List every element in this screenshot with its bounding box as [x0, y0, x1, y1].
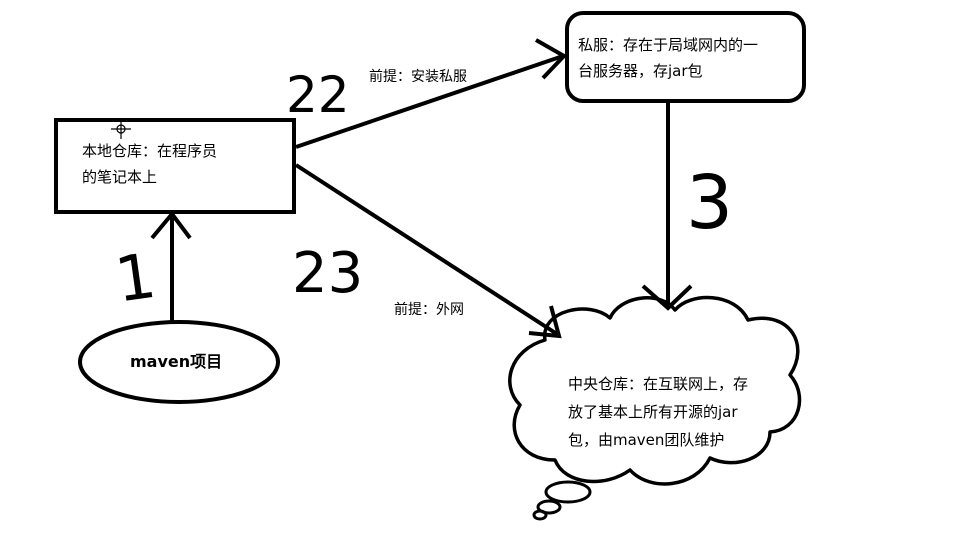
central-repo-line2: 放了基本上所有开源的jar [568, 403, 738, 421]
handwritten-step-22: 22 [286, 66, 350, 124]
local-repo-label: 本地仓库：在程序员 的笔记本上 [82, 138, 217, 190]
central-repo-label: 中央仓库：在互联网上，存 放了基本上所有开源的jar 包，由maven团队维护 [568, 370, 748, 454]
maven-project-ellipse [78, 320, 280, 404]
handwritten-step-3: 3 [686, 160, 733, 246]
handwritten-step-1: 1 [111, 239, 160, 317]
central-repo-cloud [508, 295, 802, 486]
central-repo-line1: 中央仓库：在互联网上，存 [568, 375, 749, 393]
arrowhead-local-to-private [535, 38, 568, 80]
private-server-line1: 私服：存在于局域网内的一 [578, 36, 759, 54]
cloud-bubble-large [544, 480, 592, 504]
private-server-box [565, 11, 806, 103]
edge-label-to-private: 前提：安装私服 [369, 69, 467, 85]
local-repo-line1: 本地仓库：在程序员 [82, 142, 218, 160]
crosshair-cursor-icon [111, 119, 131, 139]
cloud-bubble-medium [536, 499, 562, 515]
local-repo-line2: 的笔记本上 [82, 168, 158, 186]
local-repo-box [54, 118, 296, 214]
maven-project-label: maven项目 [130, 352, 223, 371]
arrow-local-to-central [294, 163, 559, 336]
arrowhead-project-to-local [150, 210, 192, 240]
cloud-bubble-small [532, 509, 548, 521]
central-repo-line3: 包，由maven团队维护 [568, 431, 725, 449]
edge-label-to-central: 前提：外网 [394, 302, 464, 318]
arrow-local-to-private [295, 54, 564, 149]
private-server-label: 私服：存在于局域网内的一 台服务器，存jar包 [578, 32, 758, 84]
handwritten-step-23: 23 [292, 241, 363, 306]
private-server-line2: 台服务器，存jar包 [578, 62, 703, 80]
arrowhead-local-to-central [528, 305, 562, 339]
arrowhead-private-to-central [641, 284, 693, 311]
